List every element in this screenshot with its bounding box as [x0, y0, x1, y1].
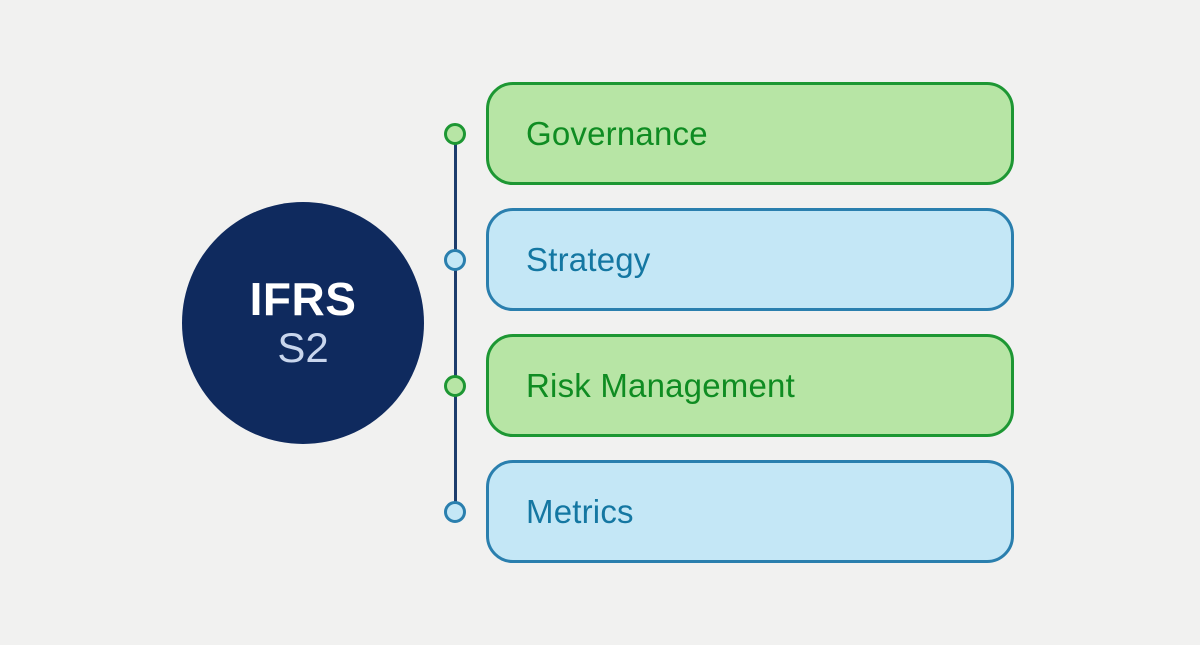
ifrs-s2-hub-circle: IFRS S2: [182, 202, 424, 444]
pillar-box-strategy: Strategy: [486, 208, 1014, 311]
timeline-node-risk-management: [444, 375, 466, 397]
pillar-label-metrics: Metrics: [526, 492, 634, 530]
hub-title-line2: S2: [277, 324, 329, 372]
pillar-box-metrics: Metrics: [486, 460, 1014, 563]
timeline-node-metrics: [444, 501, 466, 523]
pillar-label-risk-management: Risk Management: [526, 366, 795, 404]
pillar-label-governance: Governance: [526, 114, 708, 152]
pillar-box-governance: Governance: [486, 82, 1014, 185]
hub-title-line1: IFRS: [249, 272, 357, 325]
pillar-box-risk-management: Risk Management: [486, 334, 1014, 437]
timeline-node-strategy: [444, 249, 466, 271]
timeline-node-governance: [444, 123, 466, 145]
timeline-connector-line: [454, 134, 457, 512]
pillar-label-strategy: Strategy: [526, 240, 651, 278]
